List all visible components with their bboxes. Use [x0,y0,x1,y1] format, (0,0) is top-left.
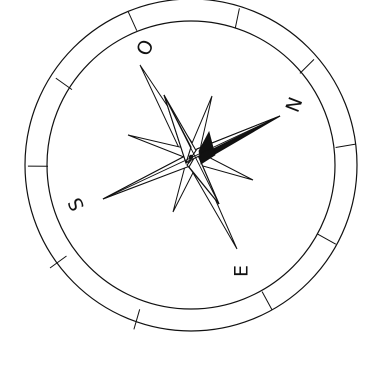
label-south: S [64,194,89,214]
label-west: O [132,36,158,59]
ring-tick-7 [134,309,140,329]
ring-tick-10 [56,78,72,90]
ring-tick-6 [262,292,272,310]
ring-tick-1 [128,12,137,31]
ring-tick-8 [50,256,67,268]
compass-star [103,65,280,249]
label-east: E [231,265,253,277]
center-pivot [189,155,193,159]
ring-tick-3 [300,59,314,73]
ring-tick-5 [318,234,336,244]
ring-tick-2 [235,8,239,28]
ring-tick-4 [336,144,356,147]
label-north: N [282,94,308,115]
